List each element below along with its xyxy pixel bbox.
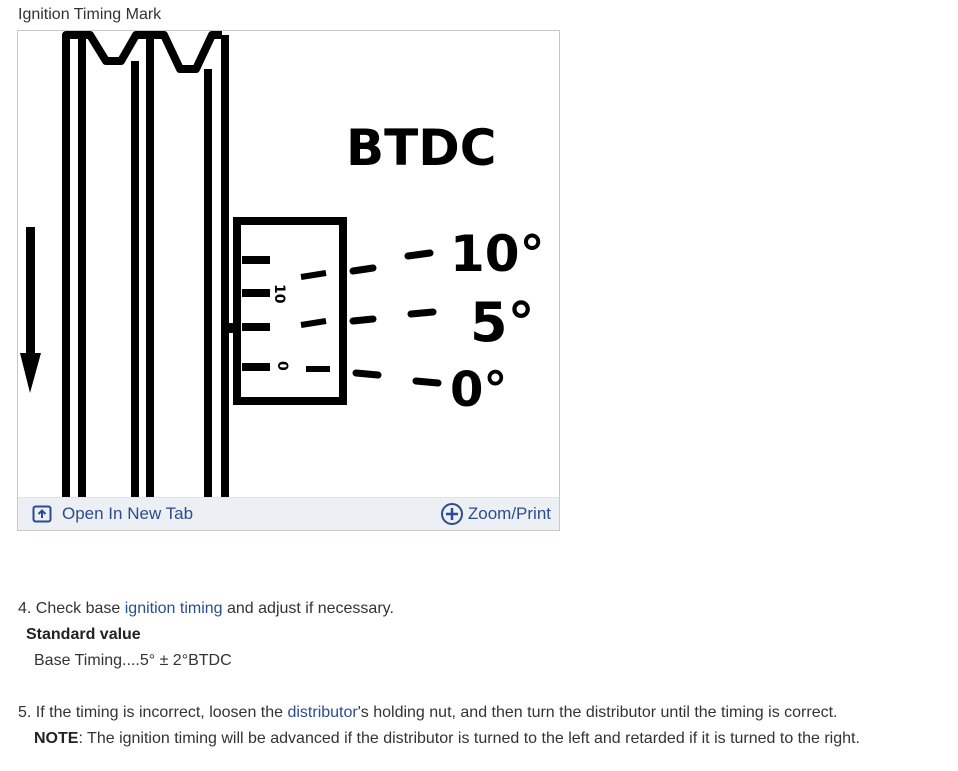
step-5: 5. If the timing is incorrect, loosen th…: [18, 700, 837, 726]
btdc-label: BTDC: [346, 119, 496, 177]
zero-degree-label: 0°: [450, 362, 507, 418]
standard-value-heading: Standard value: [26, 626, 141, 643]
rotation-arrow-icon: [20, 227, 41, 393]
step-5-number: 5.: [18, 704, 32, 721]
step-4-number: 4.: [18, 600, 32, 617]
scale-zero-label: 0: [274, 361, 290, 371]
scale-ten-label: 10: [271, 284, 287, 304]
ignition-timing-link[interactable]: ignition timing: [124, 600, 223, 617]
step-5-text-post: 's holding nut, and then turn the distri…: [357, 704, 838, 721]
figure-panel: BTDC 10° 5° 0° 10 0 Open In New Tab Zoom…: [17, 30, 560, 531]
five-degree-label: 5°: [470, 291, 535, 354]
step-4-text-post: and adjust if necessary.: [222, 600, 394, 617]
note-label: NOTE: [34, 730, 79, 747]
figure-caption: Ignition Timing Mark: [18, 6, 162, 23]
distributor-link[interactable]: distributor: [287, 704, 358, 721]
zoom-print-button[interactable]: Zoom/Print: [440, 502, 551, 526]
leader-lines: [349, 249, 442, 387]
step-4-text-pre: Check base: [35, 600, 125, 617]
figure-toolbar: Open In New Tab Zoom/Print: [18, 497, 559, 530]
ten-degree-label: 10°: [450, 225, 545, 283]
crank-pulley: [62, 31, 229, 498]
open-in-new-tab-label: Open In New Tab: [62, 504, 194, 523]
step-5-text-pre: If the timing is incorrect, loosen the: [35, 704, 288, 721]
base-timing-value: Base Timing....5° ± 2°BTDC: [34, 652, 232, 669]
step-5-note: NOTE: The ignition timing will be advanc…: [34, 726, 860, 752]
timing-scale-plate: [228, 217, 347, 405]
open-new-tab-icon: [32, 505, 52, 523]
note-text: : The ignition timing will be advanced i…: [78, 730, 860, 747]
open-in-new-tab-button[interactable]: Open In New Tab: [32, 504, 193, 524]
zoom-print-label: Zoom/Print: [467, 504, 551, 523]
zoom-plus-icon: [440, 503, 463, 525]
timing-mark-diagram: BTDC 10° 5° 0° 10 0: [20, 31, 545, 498]
step-4: 4. Check base ignition timing and adjust…: [18, 596, 394, 622]
